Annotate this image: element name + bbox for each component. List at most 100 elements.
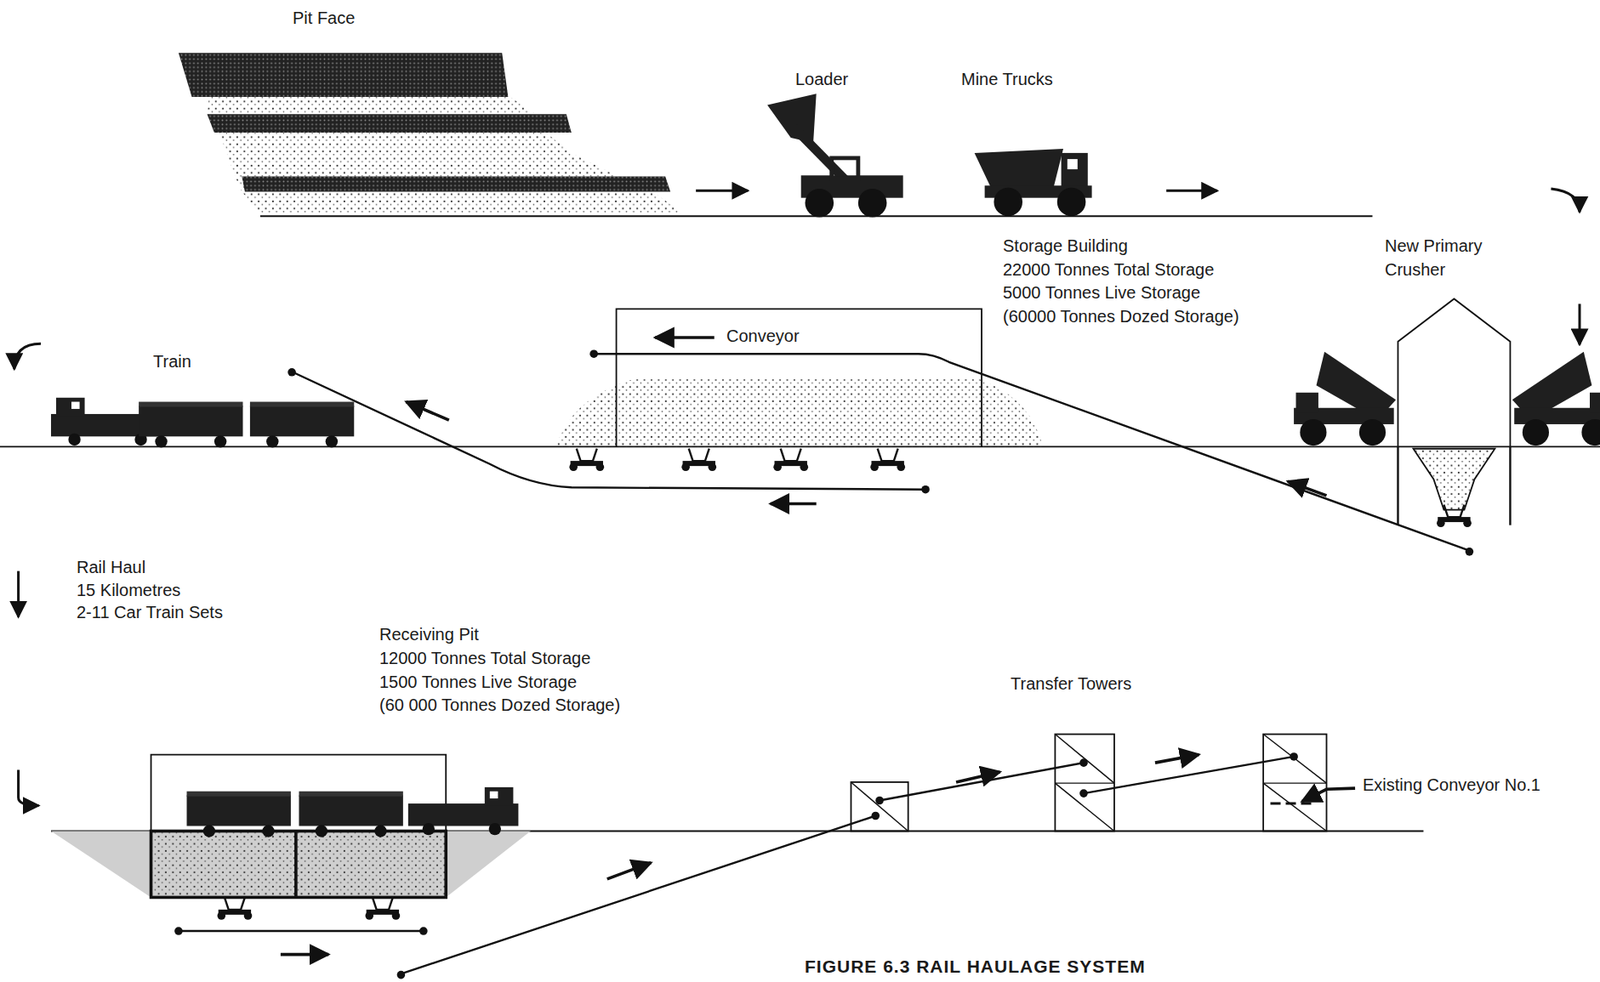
drawing-part (871, 812, 880, 821)
flow-arrow (1287, 481, 1327, 496)
drawing-part (773, 449, 809, 472)
drawing-part (1057, 187, 1087, 217)
label: Conveyor (726, 326, 800, 347)
drawing-part (1397, 298, 1510, 447)
drawing-part (207, 113, 572, 133)
drawing-part (1396, 446, 1399, 525)
flow-arrow (695, 189, 748, 193)
drawing-part (767, 93, 817, 143)
drawing-part (1296, 392, 1319, 414)
flow-arrow (1155, 755, 1200, 764)
drawing-part (207, 96, 684, 215)
reclaim-feeders (569, 449, 906, 472)
drawing-part (1508, 446, 1511, 525)
drawing-part (804, 188, 834, 218)
drawing-part (1263, 734, 1327, 785)
label: (60 000 Tonnes Dozed Storage) (379, 695, 621, 716)
drawing-part (1067, 159, 1078, 170)
flow-arrow (1166, 189, 1218, 193)
drawing-part (1412, 449, 1495, 511)
label: Pit Face (292, 8, 355, 29)
pulley (174, 927, 183, 936)
flow-arrow (17, 571, 20, 618)
mine-truck-figure (974, 148, 1093, 217)
conveyor-line (178, 930, 424, 933)
drawing-part (364, 897, 400, 920)
label: Loader (795, 69, 849, 90)
train-figure (51, 398, 354, 449)
drawing-part (294, 831, 298, 898)
drawing-part (138, 402, 243, 449)
label: 15 Kilometres (76, 580, 181, 601)
drawing-part (217, 897, 253, 920)
label: 1500 Tonnes Live Storage (379, 672, 577, 693)
drawing-part (1263, 734, 1327, 832)
turn-arrow (14, 343, 41, 370)
label: (60000 Tonnes Dozed Storage) (1002, 307, 1240, 327)
drawing-part (1061, 153, 1088, 188)
label: Storage Building (1002, 236, 1128, 257)
drawing-part (850, 782, 908, 832)
drawing-part (1054, 734, 1115, 832)
flow-arrow (280, 953, 329, 957)
drawing-part (1263, 783, 1327, 832)
pit-face (178, 52, 684, 215)
drawing-part (408, 787, 519, 836)
drawing-part (681, 449, 717, 472)
turn-arrow (1550, 188, 1580, 213)
label: 22000 Tonnes Total Storage (1002, 260, 1214, 280)
drawing-part (1054, 782, 1115, 784)
drawing-part (1436, 505, 1472, 528)
label: Crusher (1384, 260, 1446, 280)
drawing-part (298, 791, 403, 838)
drawing-part (831, 158, 859, 179)
drawing-part (793, 127, 847, 183)
transfer-tower (1054, 734, 1115, 832)
conveyor-line (292, 372, 926, 490)
train-figure (187, 787, 519, 838)
label: 2-11 Car Train Sets (76, 603, 223, 623)
drawing-part (556, 379, 1043, 447)
pulley (287, 368, 297, 377)
pulley (921, 485, 930, 495)
drawing-part (850, 782, 908, 832)
drawing-part (241, 176, 671, 192)
drawing-part (870, 449, 906, 472)
primary-crusher (1397, 298, 1510, 528)
drawing-part (1581, 419, 1600, 446)
label: 12000 Tonnes Total Storage (379, 649, 591, 669)
drawing-part (1299, 419, 1327, 446)
label: Train (153, 352, 192, 372)
turn-arrow (18, 770, 40, 807)
drawing-part (178, 52, 508, 97)
drawing-part (1359, 419, 1386, 446)
drawing-part (858, 188, 888, 218)
receiving-pit (51, 755, 531, 921)
drawing-part (51, 831, 531, 898)
conveyor-line (400, 816, 876, 975)
label: Receiving Pit (379, 625, 479, 645)
conveyor-line (1083, 757, 1294, 794)
drawing-part (1263, 782, 1327, 784)
flow-arrow (770, 502, 817, 507)
label: New Primary (1384, 236, 1482, 257)
flow-arrow (654, 335, 715, 340)
transfer-tower (850, 782, 908, 832)
pulley (589, 349, 598, 359)
conveyor-line (879, 762, 1084, 801)
leader-arrow (1302, 788, 1356, 803)
pulley (419, 927, 428, 936)
drawing-part (616, 308, 982, 447)
drawing-part (1589, 392, 1600, 414)
dump-truck-figure (1512, 352, 1600, 446)
transfer-tower (1263, 734, 1327, 832)
figure-caption: FIGURE 6.3 RAIL HAULAGE SYSTEM (804, 956, 1146, 978)
drawing-part (569, 449, 604, 472)
drawing-part (993, 187, 1023, 217)
label: 5000 Tonnes Live Storage (1002, 283, 1201, 303)
flow-arrow (405, 402, 449, 422)
drawing-part (187, 791, 291, 838)
drawing-part (151, 831, 447, 898)
